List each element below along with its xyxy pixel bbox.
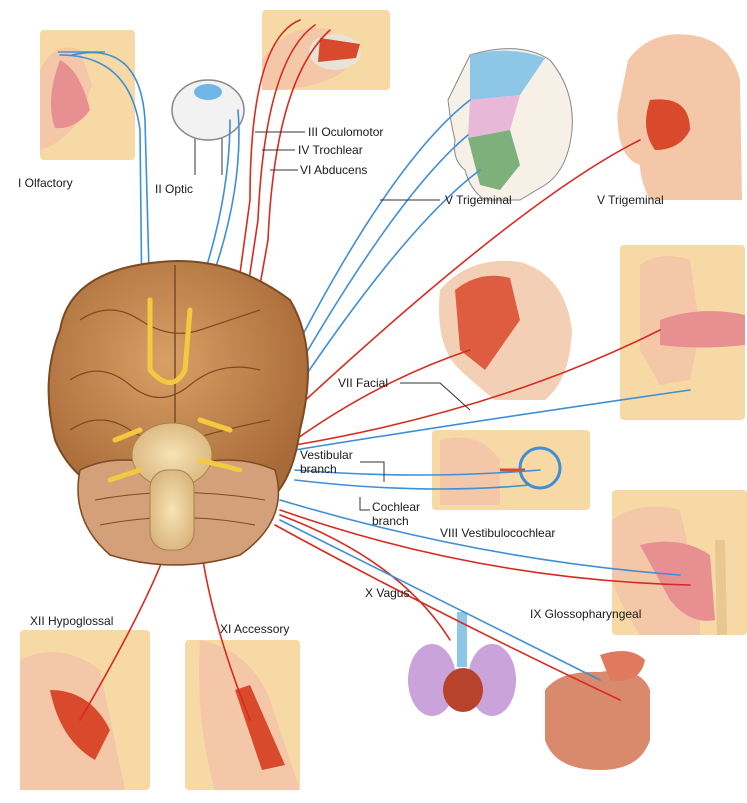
label-oculomotor: III Oculomotor [308, 125, 383, 139]
label-trigeminal-right: V Trigeminal [597, 193, 664, 207]
label-accessory: XI Accessory [220, 622, 289, 636]
eye-panel [172, 80, 244, 175]
face-sensory-panel [448, 49, 572, 200]
heart-lungs-panel [408, 612, 516, 716]
label-cochlear-branch: Cochlear branch [372, 500, 432, 528]
facial-muscles-panel [439, 261, 572, 400]
label-hypoglossal: XII Hypoglossal [30, 614, 113, 628]
olfactory-panel [40, 30, 135, 160]
intestines-panel [545, 651, 650, 770]
jaw-panel [618, 34, 743, 200]
label-olfactory: I Olfactory [18, 176, 73, 190]
label-glossopharyngeal: IX Glossopharyngeal [530, 607, 641, 621]
ear-panel [432, 430, 590, 510]
accessory-panel [185, 640, 300, 790]
label-vestibulocochlear: VIII Vestibulocochlear [440, 526, 555, 540]
label-vagus: X Vagus [365, 586, 409, 600]
orbit-panel [262, 10, 390, 90]
label-trochlear: IV Trochlear [298, 143, 363, 157]
label-optic: II Optic [155, 182, 193, 196]
label-vestibular-branch: Vestibular branch [300, 448, 365, 476]
label-facial: VII Facial [338, 376, 388, 390]
label-abducens: VI Abducens [300, 163, 367, 177]
tongue-panel [620, 245, 745, 420]
label-trigeminal-left: V Trigeminal [445, 193, 512, 207]
